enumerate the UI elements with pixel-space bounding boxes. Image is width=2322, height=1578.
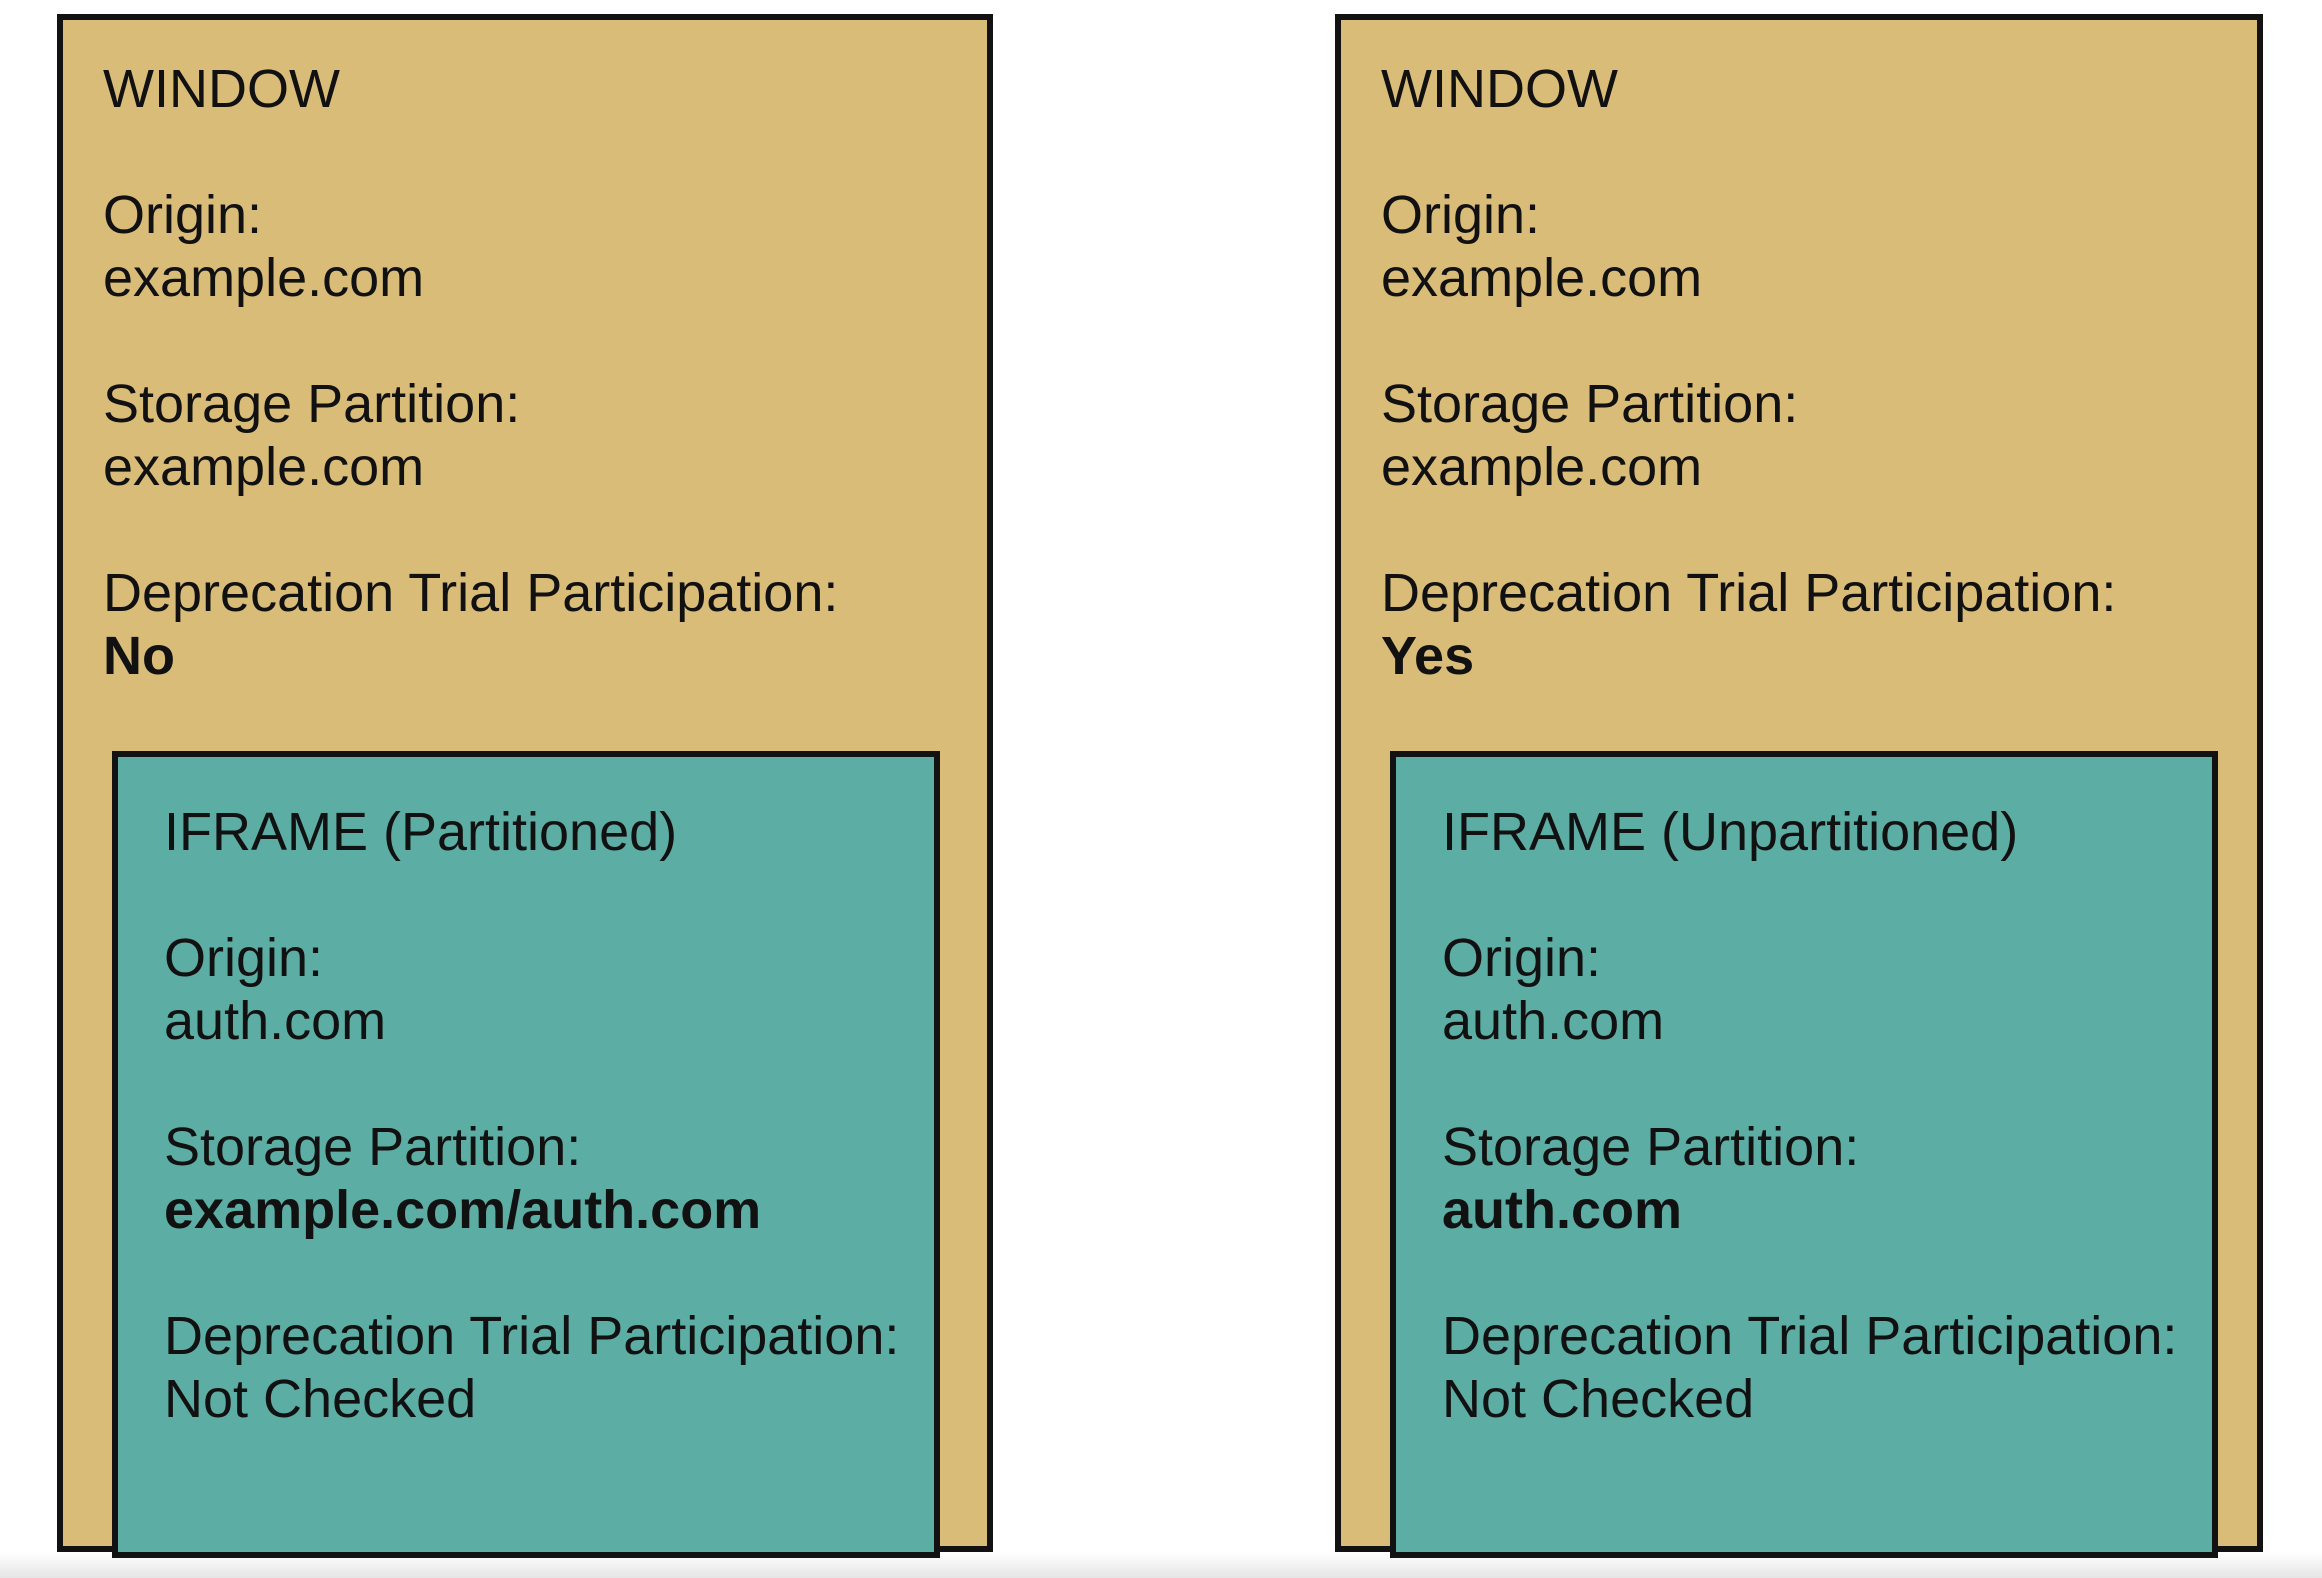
deprecation-trial-label: Deprecation Trial Participation: — [1381, 563, 2117, 623]
iframe-deprecation-trial-field: Deprecation Trial Participation: Not Che… — [164, 1305, 904, 1431]
origin-value: example.com — [103, 248, 425, 308]
origin-label: Origin: — [164, 928, 324, 988]
origin-label: Origin: — [1442, 928, 1602, 988]
origin-label: Origin: — [1381, 185, 1541, 245]
storage-partition-label: Storage Partition: — [164, 1117, 582, 1177]
window-origin-field: Origin: example.com — [1381, 184, 2221, 310]
iframe-deprecation-trial-field: Deprecation Trial Participation: Not Che… — [1442, 1305, 2182, 1431]
deprecation-trial-value: Not Checked — [164, 1369, 477, 1429]
deprecation-trial-value: Yes — [1381, 626, 1475, 686]
storage-partition-label: Storage Partition: — [1442, 1117, 1860, 1177]
window-origin-field: Origin: example.com — [103, 184, 951, 310]
iframe-storage-partition-field: Storage Partition: auth.com — [1442, 1116, 2182, 1242]
deprecation-trial-value: No — [103, 626, 175, 686]
origin-label: Origin: — [103, 185, 263, 245]
iframe-title: IFRAME (Partitioned) — [164, 802, 678, 862]
window-title: WINDOW — [1381, 59, 1618, 119]
deprecation-trial-label: Deprecation Trial Participation: — [1442, 1306, 2178, 1366]
iframe-origin-field: Origin: auth.com — [1442, 927, 2182, 1053]
window-title: WINDOW — [103, 59, 340, 119]
storage-partition-label: Storage Partition: — [103, 374, 521, 434]
storage-partition-value: example.com/auth.com — [164, 1180, 762, 1240]
iframe-title: IFRAME (Unpartitioned) — [1442, 802, 2019, 862]
deprecation-trial-label: Deprecation Trial Participation: — [164, 1306, 900, 1366]
window-box-with-trial: WINDOW Origin: example.com Storage Parti… — [1335, 14, 2263, 1558]
iframe-box-unpartitioned: IFRAME (Unpartitioned) Origin: auth.com … — [1390, 751, 2218, 1558]
origin-value: auth.com — [1442, 991, 1665, 1051]
origin-value: auth.com — [164, 991, 387, 1051]
storage-partition-value: example.com — [1381, 437, 1703, 497]
iframe-origin-field: Origin: auth.com — [164, 927, 904, 1053]
iframe-storage-partition-field: Storage Partition: example.com/auth.com — [164, 1116, 904, 1242]
window-deprecation-trial-field: Deprecation Trial Participation: No — [103, 562, 951, 688]
window-storage-partition-field: Storage Partition: example.com — [103, 373, 951, 499]
storage-partition-value: example.com — [103, 437, 425, 497]
deprecation-trial-label: Deprecation Trial Participation: — [103, 563, 839, 623]
window-storage-partition-field: Storage Partition: example.com — [1381, 373, 2221, 499]
iframe-box-partitioned: IFRAME (Partitioned) Origin: auth.com St… — [112, 751, 940, 1558]
storage-partition-value: auth.com — [1442, 1180, 1683, 1240]
storage-partition-label: Storage Partition: — [1381, 374, 1799, 434]
deprecation-trial-value: Not Checked — [1442, 1369, 1755, 1429]
origin-value: example.com — [1381, 248, 1703, 308]
window-deprecation-trial-field: Deprecation Trial Participation: Yes — [1381, 562, 2221, 688]
window-box-no-trial: WINDOW Origin: example.com Storage Parti… — [57, 14, 993, 1558]
